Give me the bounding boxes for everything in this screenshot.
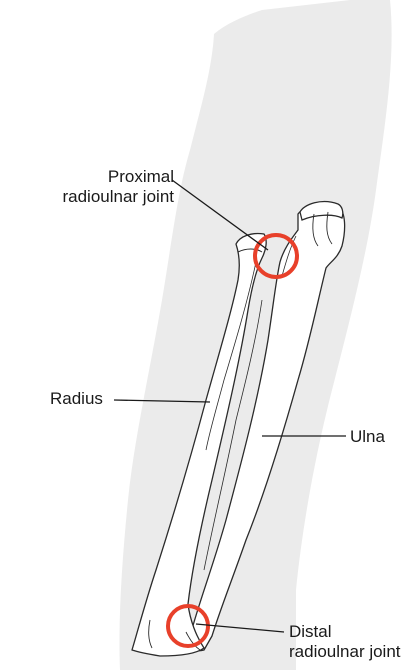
- proximal-label-line1: Proximal: [6, 167, 174, 187]
- ulna-label: Ulna: [350, 427, 385, 447]
- distal-label-line2: radioulnar joint: [289, 642, 401, 662]
- proximal-label-line2: radioulnar joint: [6, 187, 174, 207]
- distal-radioulnar-joint-label: Distal radioulnar joint: [289, 622, 401, 662]
- distal-label-line1: Distal: [289, 622, 401, 642]
- proximal-radioulnar-joint-label: Proximal radioulnar joint: [6, 167, 174, 207]
- radius-label: Radius: [50, 389, 103, 409]
